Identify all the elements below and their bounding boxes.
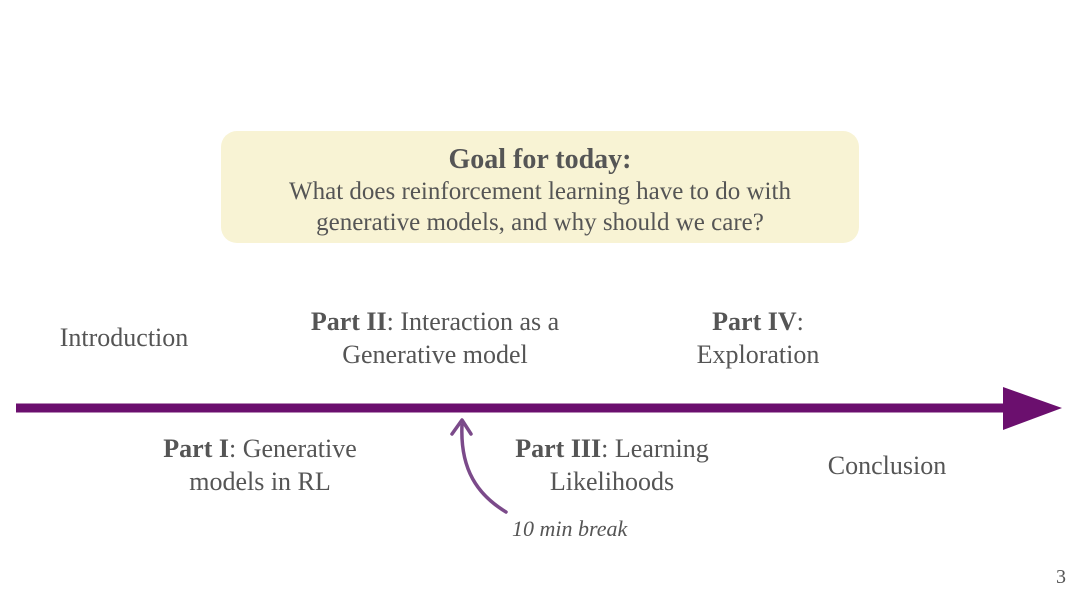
label-part-1: Part I: Generative models in RL: [140, 432, 380, 498]
goal-title: Goal for today:: [448, 144, 632, 175]
label-part-2: Part II: Interaction as a Generative mod…: [285, 305, 585, 371]
goal-box: Goal for today: What does reinforcement …: [221, 131, 859, 243]
label-conclusion: Conclusion: [805, 449, 969, 482]
timeline-arrow-head: [1003, 387, 1062, 430]
break-note: 10 min break: [512, 516, 628, 541]
part-3-title: Part III: [515, 434, 602, 463]
part-2-rest: : Interaction as a: [386, 307, 560, 336]
part-1-title: Part I: [163, 434, 229, 463]
part-4-rest: :: [796, 307, 804, 336]
part-4-title: Part IV: [712, 307, 797, 336]
part-4-line-2: Exploration: [696, 340, 820, 369]
conclusion-text: Conclusion: [827, 451, 947, 480]
introduction-text: Introduction: [59, 323, 189, 352]
part-2-title: Part II: [310, 307, 387, 336]
part-3-rest: : Learning: [601, 434, 709, 463]
page-number: 3: [1056, 566, 1066, 588]
label-part-3: Part III: Learning Likelihoods: [496, 432, 728, 498]
part-1-rest: : Generative: [228, 434, 357, 463]
goal-line-2: generative models, and why should we car…: [316, 209, 764, 236]
part-3-line-2: Likelihoods: [549, 467, 675, 496]
label-part-4: Part IV: Exploration: [668, 305, 848, 371]
goal-line-1: What does reinforcement learning have to…: [289, 178, 791, 205]
part-2-line-2: Generative model: [342, 340, 528, 369]
break-arrow-head: [450, 418, 473, 436]
label-introduction: Introduction: [46, 321, 202, 354]
part-1-line-2: models in RL: [189, 467, 331, 496]
break-arrow-curve: [460, 423, 508, 514]
